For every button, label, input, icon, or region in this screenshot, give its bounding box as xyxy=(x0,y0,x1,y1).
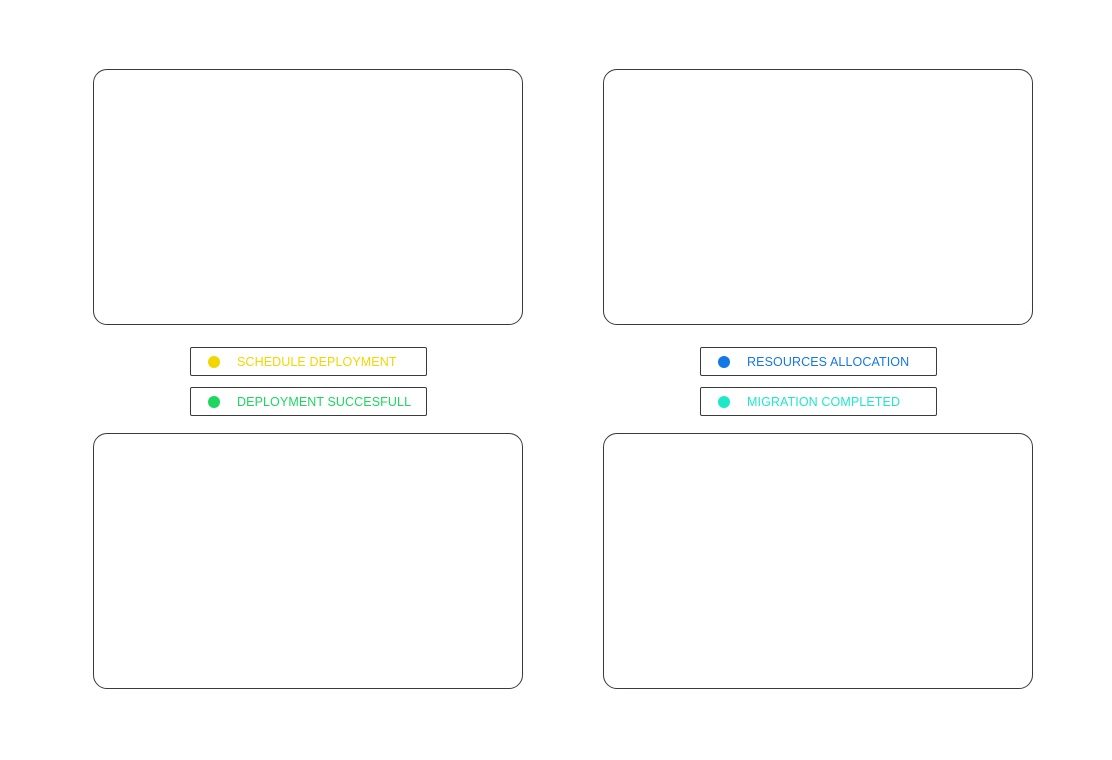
legend-label-resources-allocation: RESOURCES ALLOCATION xyxy=(747,354,910,369)
legend-label-schedule-deployment: SCHEDULE DEPLOYMENT xyxy=(237,354,397,369)
legend-label-migration-completed: MIGRATION COMPLETED xyxy=(747,394,901,409)
legend-label-deployment-successful: DEPLOYMENT SUCCESFULL xyxy=(237,394,412,409)
green-dot-icon xyxy=(208,395,220,408)
panel-bottom-right xyxy=(603,433,1033,689)
yellow-dot-icon xyxy=(208,355,220,368)
legend-resources-allocation[interactable]: RESOURCES ALLOCATION xyxy=(700,347,937,376)
blue-dot-icon xyxy=(718,355,730,368)
panel-top-right xyxy=(603,69,1033,325)
panel-top-left xyxy=(93,69,523,325)
legend-deployment-successful[interactable]: DEPLOYMENT SUCCESFULL xyxy=(190,387,427,416)
legend-schedule-deployment[interactable]: SCHEDULE DEPLOYMENT xyxy=(190,347,427,376)
panel-bottom-left xyxy=(93,433,523,689)
legend-migration-completed[interactable]: MIGRATION COMPLETED xyxy=(700,387,937,416)
cyan-dot-icon xyxy=(718,395,730,408)
